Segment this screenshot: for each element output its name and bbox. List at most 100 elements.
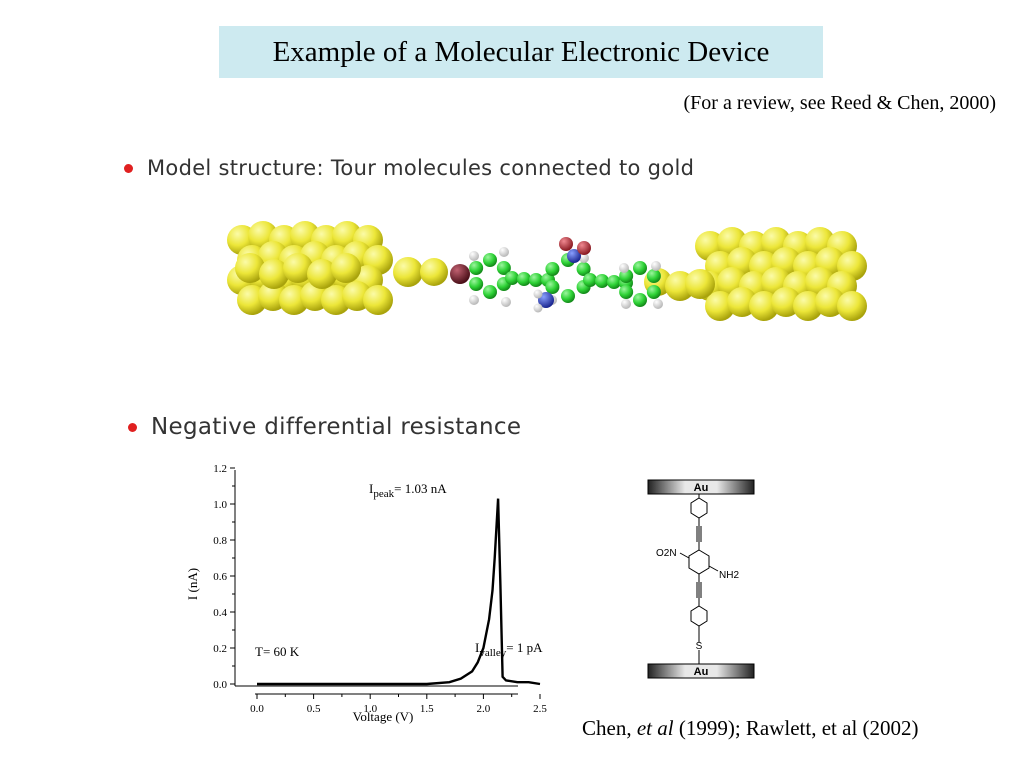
- x-tick-label: 0.5: [307, 703, 321, 715]
- title-box: Example of a Molecular Electronic Device: [219, 26, 823, 78]
- carbon-atom: [469, 277, 484, 291]
- x-tick-label: 2.0: [477, 703, 491, 715]
- x-tick-label: 1.5: [420, 703, 434, 715]
- review-note: (For a review, see Reed & Chen, 2000): [683, 92, 997, 114]
- carbon-atom: [561, 289, 575, 303]
- gold-atom: [259, 259, 289, 289]
- gold-atom: [393, 257, 423, 287]
- peak-i: I: [369, 481, 373, 496]
- y-tick-label: 0.8: [213, 535, 227, 547]
- gold-molecule-junction-icon: [227, 221, 867, 321]
- gold-atom: [420, 258, 448, 286]
- valley-value: = 1 pA: [506, 640, 543, 655]
- citation-part1: Chen,: [582, 716, 637, 740]
- gold-atom: [685, 269, 715, 299]
- peak-annotation: Ipeak= 1.03 nA: [369, 481, 447, 500]
- citation-part3: (1999); Rawlett, et al (2002): [673, 716, 919, 740]
- carbon-atom: [529, 273, 543, 287]
- x-tick-label: 1.0: [363, 703, 377, 715]
- citation-part2: et al: [636, 716, 674, 740]
- bottom-electrode-label: Au: [694, 666, 709, 678]
- slide-title: Example of a Molecular Electronic Device: [272, 35, 770, 68]
- y-tick-label: 1.2: [213, 463, 227, 475]
- right-group-label: NH2: [719, 570, 739, 581]
- hydrogen-atom: [533, 303, 543, 313]
- gold-atom: [331, 253, 361, 283]
- hydrogen-atom: [579, 253, 589, 263]
- carbon-atom: [469, 261, 484, 275]
- gold-atom: [235, 253, 265, 283]
- temperature-label: T= 60 K: [255, 644, 300, 659]
- gold-atom: [363, 285, 393, 315]
- valley-i: I: [475, 640, 479, 655]
- carbon-atom: [576, 262, 591, 276]
- carbon-atom: [496, 261, 511, 275]
- left-gold-cluster: [227, 221, 448, 315]
- right-gold-cluster: [644, 227, 867, 321]
- chart-axes: [234, 470, 518, 695]
- valley-sub: valley: [479, 647, 506, 659]
- carbon-atom: [633, 293, 647, 307]
- peak-value: = 1.03 nA: [394, 481, 447, 496]
- y-axis-label: I (nA): [185, 568, 200, 600]
- y-tick-label: 0.4: [213, 607, 227, 619]
- series-line: [257, 498, 541, 686]
- carbon-atom: [619, 285, 634, 299]
- y-tick-label: 1.0: [213, 499, 227, 511]
- x-axis-label: Voltage (V): [353, 709, 414, 724]
- sulfur-atom: [450, 264, 470, 284]
- carbon-atom: [483, 285, 497, 299]
- x-tick-label: 2.5: [533, 703, 547, 715]
- bullet-text: Negative differential resistance: [151, 414, 522, 440]
- hydrogen-atom: [499, 247, 509, 257]
- structure-bonds: [679, 494, 719, 664]
- carbon-atom: [545, 262, 560, 276]
- y-tick-label: 0.0: [213, 679, 227, 691]
- hydrogen-atom: [501, 297, 511, 307]
- carbon-atom: [607, 275, 621, 289]
- tour-molecule: [450, 237, 663, 313]
- bullet-text: Model structure: Tour molecules connecte…: [147, 156, 695, 180]
- bullet-model-structure: Model structure: Tour molecules connecte…: [124, 156, 694, 180]
- hydrogen-atom: [621, 299, 631, 309]
- gold-atom: [837, 291, 867, 321]
- nitrogen-atom: [567, 249, 581, 263]
- y-tick-label: 0.6: [213, 571, 227, 583]
- bottom-electrode: [647, 663, 755, 679]
- oxygen-atom: [577, 241, 591, 255]
- top-electrode-label: Au: [694, 482, 709, 494]
- carbon-atom: [595, 274, 609, 288]
- carbon-atom: [633, 261, 647, 275]
- y-tick-label: 0.2: [213, 643, 227, 655]
- top-electrode: [647, 479, 755, 495]
- hydrogen-atom: [619, 263, 629, 273]
- carbon-atom: [505, 271, 519, 285]
- carbon-atom: [646, 285, 661, 299]
- valley-annotation: Ivalley= 1 pA: [475, 640, 543, 659]
- hydrogen-atom: [469, 251, 479, 261]
- hydrogen-atom: [469, 295, 479, 305]
- citation: Chen, et al (1999); Rawlett, et al (2002…: [582, 716, 919, 741]
- bullet-dot-icon: [128, 422, 137, 432]
- hydrogen-atom: [653, 299, 663, 309]
- carbon-atom: [545, 280, 560, 294]
- anchor-label: S: [696, 641, 703, 652]
- oxygen-atom: [559, 237, 573, 251]
- gold-atom: [283, 253, 313, 283]
- bullet-ndr: Negative differential resistance: [128, 414, 521, 440]
- carbon-atom: [483, 253, 497, 267]
- bullet-dot-icon: [124, 163, 133, 173]
- hydrogen-atom: [651, 261, 661, 271]
- carbon-atom: [583, 273, 597, 287]
- carbon-atom: [646, 269, 661, 283]
- left-group-label: O2N: [656, 548, 677, 559]
- x-tick-label: 0.0: [250, 703, 264, 715]
- chart-ticks: 0.0 0.2 0.4 0.6 0.8 1.0 1.2 0.0 0.5 1.0 1.5 2.0 2.5: [213, 463, 547, 715]
- hydrogen-atom: [533, 289, 543, 299]
- peak-sub: peak: [373, 488, 394, 500]
- carbon-atom: [517, 272, 531, 286]
- gold-atom: [307, 259, 337, 289]
- molecule-structure-diagram: Au Au O2N NH2 S: [647, 479, 755, 679]
